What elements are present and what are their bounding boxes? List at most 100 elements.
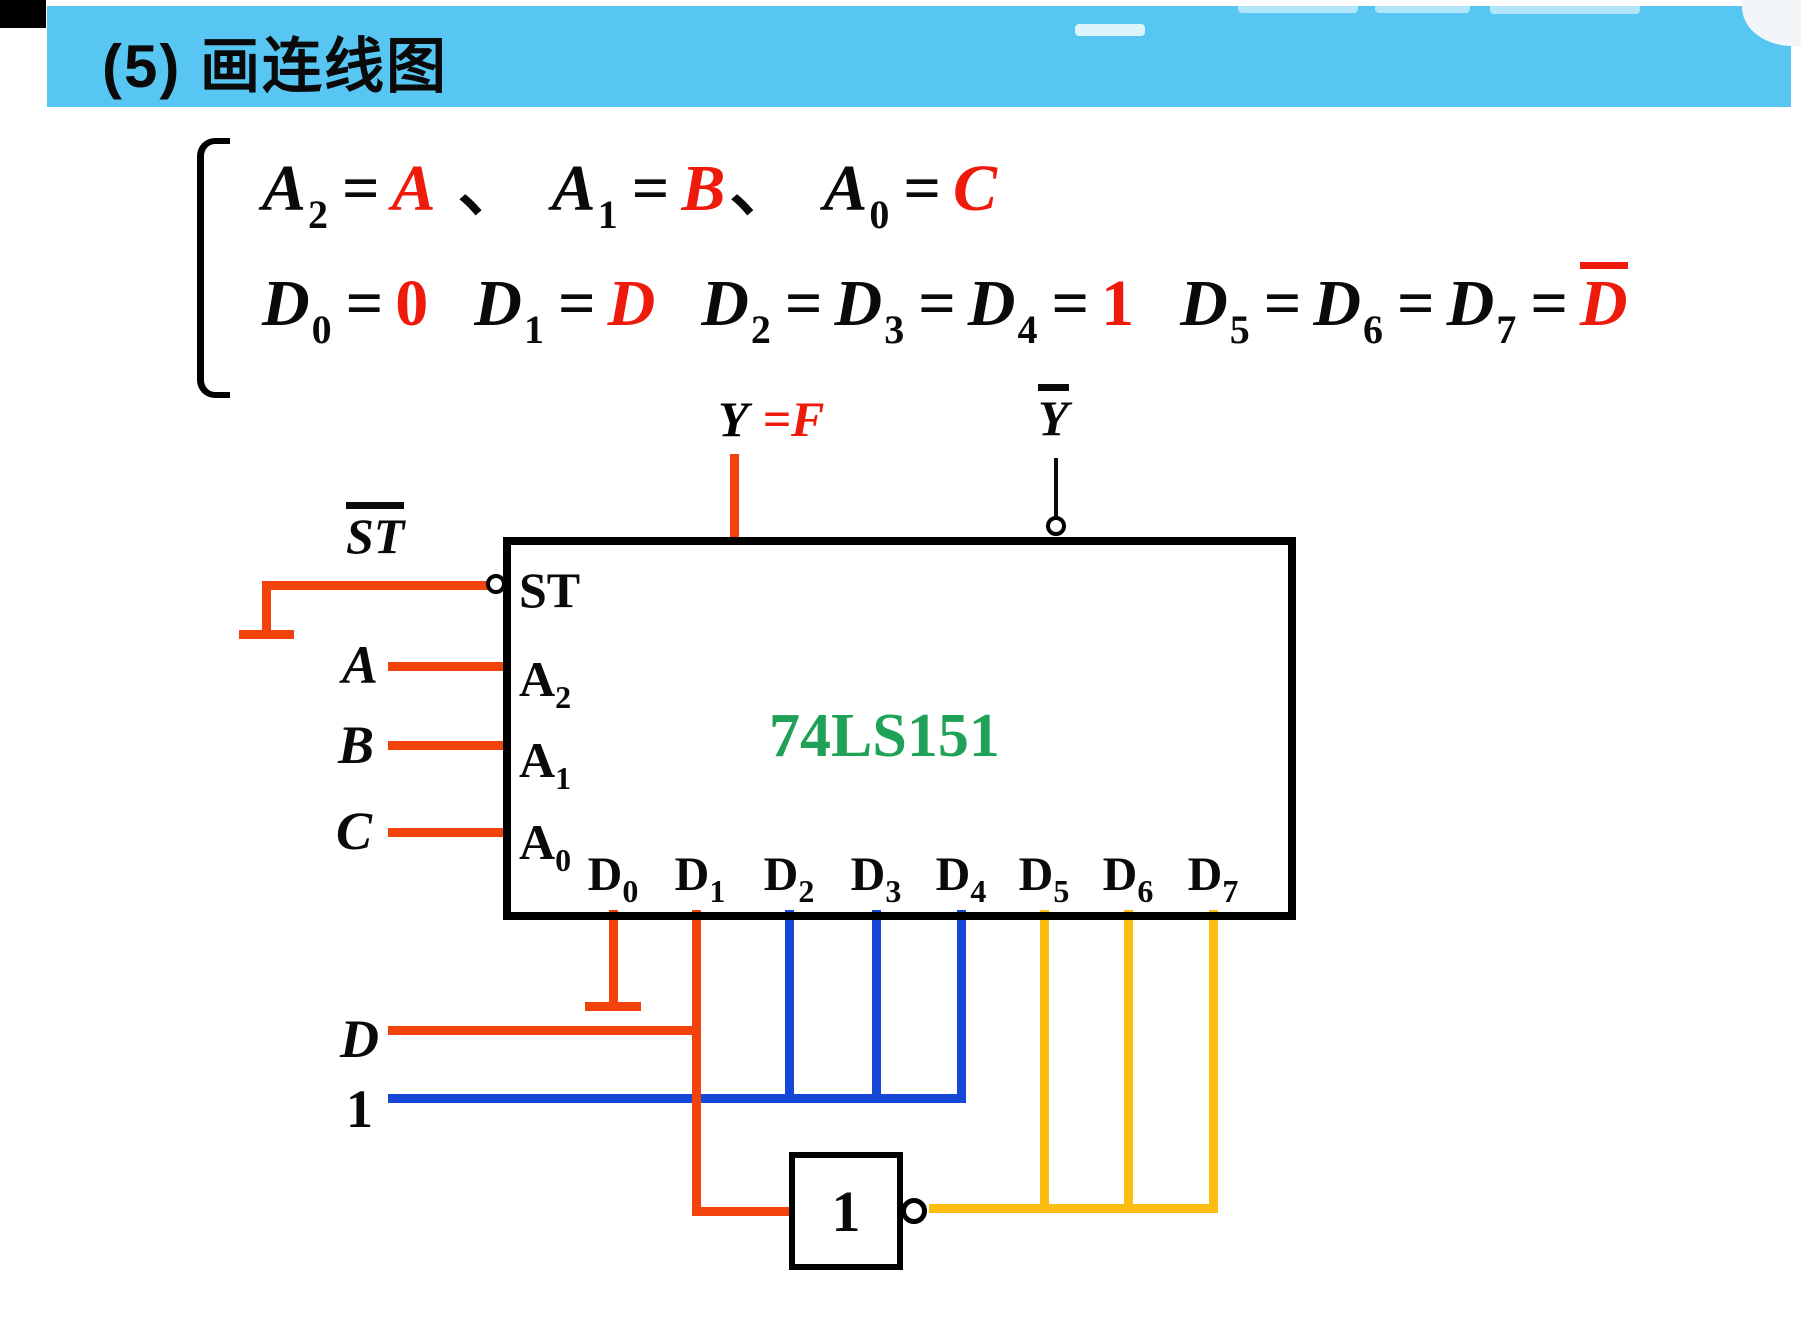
eq-token: 0 (395, 267, 429, 340)
eq-token: 5 (1229, 307, 1250, 352)
chip-pin-label-d3: D3 (834, 847, 918, 910)
inversion-bubble-y-bar (1046, 516, 1066, 536)
input-d-label: D (340, 1009, 379, 1069)
eq-token: D (1313, 267, 1362, 340)
logic-low-symbol-st (239, 630, 294, 639)
eq-token: D (834, 267, 883, 340)
st-bar-label: ST (346, 502, 405, 565)
logic-low-symbol-d0 (585, 1002, 641, 1011)
y-output-symbol: Y (718, 391, 749, 447)
pin-sub: 3 (885, 873, 902, 909)
chip-pin-label-st: ST (519, 562, 581, 618)
pin-base: D (674, 848, 710, 901)
wire-d2 (785, 910, 794, 1103)
chip-pin-label-d2: D2 (747, 847, 831, 910)
pin-sub: 2 (798, 873, 815, 909)
eq-token: C (952, 152, 998, 225)
input-a-label: A (342, 635, 379, 695)
eq-token: D (262, 267, 310, 340)
wire-d1 (692, 910, 701, 1216)
pin-base: A (519, 732, 556, 788)
eq-token: 1 (597, 192, 618, 237)
chip-74ls151: ST A2 A1 A0 74LS151 D0 D1 D2 D3 D4 D5 D6… (503, 537, 1296, 920)
pin-base: D (763, 848, 799, 901)
output-y-label: Y=F (718, 390, 824, 448)
pin-sub: 5 (1053, 873, 1070, 909)
pin-sub: 0 (555, 842, 572, 878)
eq-token: 4 (1017, 307, 1038, 352)
eq-token: = (918, 267, 956, 340)
pin-base: A (519, 651, 556, 707)
chip-pin-label-a2: A2 (519, 650, 571, 716)
chip-pin-label-d4: D4 (919, 847, 1003, 910)
eq-token: 、 (729, 152, 796, 225)
equation-brace (197, 138, 230, 398)
eq-token: 0 (311, 307, 332, 352)
input-c-label: C (336, 801, 373, 861)
eq-token: 2 (750, 307, 771, 352)
eq-token: 3 (884, 307, 905, 352)
chip-pin-label-d6: D6 (1086, 847, 1170, 910)
eq-token: D (701, 267, 749, 340)
eq-group: D5=D6=D7=D (1180, 262, 1628, 352)
wire-d6 (1124, 910, 1133, 1213)
wire-st-drop (262, 581, 271, 637)
wire-inverter-output (929, 1204, 1218, 1213)
pin-base: D (935, 848, 971, 901)
wire-d3 (872, 910, 881, 1103)
eq-token: = (345, 267, 384, 340)
wire-st (262, 581, 488, 590)
chip-pin-label-a0: A0 (519, 813, 571, 879)
input-one-label: 1 (346, 1079, 373, 1139)
wire-d0 (609, 910, 618, 1004)
eq-token: = (342, 152, 380, 225)
eq-token: = (784, 267, 823, 340)
pin-sub: 6 (1137, 873, 1154, 909)
pin-base: D (1187, 848, 1223, 901)
st-bar-symbol: ST (346, 502, 405, 561)
wire-d1-to-inverter (692, 1207, 791, 1216)
pin-sub: 1 (709, 873, 726, 909)
inverter-gate: 1 (789, 1152, 903, 1270)
inverter-gate-label: 1 (831, 1178, 861, 1244)
pin-base: D (1018, 848, 1054, 901)
eq-token: D (967, 267, 1016, 340)
eq-token: A (823, 152, 868, 225)
eq-token: D (1180, 267, 1228, 340)
page-title: (5) 画连线图 (102, 33, 448, 100)
eq-token: = (1530, 267, 1568, 340)
wire-d-input (388, 1026, 701, 1035)
y-bar-symbol: Y (1038, 384, 1069, 443)
wire-y-bar-output (1054, 458, 1058, 518)
output-y-bar-label: Y (1038, 384, 1069, 447)
pin-base: D (1102, 848, 1138, 901)
pin-base: D (850, 848, 886, 901)
wire-d4 (957, 910, 966, 1103)
eq-token: D (607, 267, 656, 340)
eq-token: A (391, 152, 436, 225)
top-left-corner-block (0, 0, 46, 28)
watermark-mark (1075, 24, 1145, 36)
pin-sub: 7 (1222, 873, 1239, 909)
eq-group: D2=D3=D4=1 (701, 267, 1135, 352)
eq-token: D (474, 267, 522, 340)
eq-token: 7 (1496, 307, 1517, 352)
wire-a (388, 662, 505, 671)
eq-token: = (903, 152, 941, 225)
inversion-bubble-inverter (901, 1198, 927, 1224)
eq-token: 1 (523, 307, 544, 352)
eq-token: D (1446, 267, 1495, 340)
eq-token: = (1051, 267, 1090, 340)
eq-token: 0 (869, 192, 890, 237)
input-b-label: B (338, 715, 375, 775)
watermark-mark (1375, 0, 1470, 13)
wire-y-output (730, 454, 739, 542)
eq-token: = (631, 152, 670, 225)
equation-line-1: A2=A、A1=B、A0=C (262, 134, 997, 238)
wire-d5 (1040, 910, 1049, 1213)
eq-token: 6 (1363, 307, 1384, 352)
eq-token: 1 (1101, 267, 1135, 340)
eq-token-overbar: D (1579, 262, 1628, 337)
wire-c (388, 828, 505, 837)
